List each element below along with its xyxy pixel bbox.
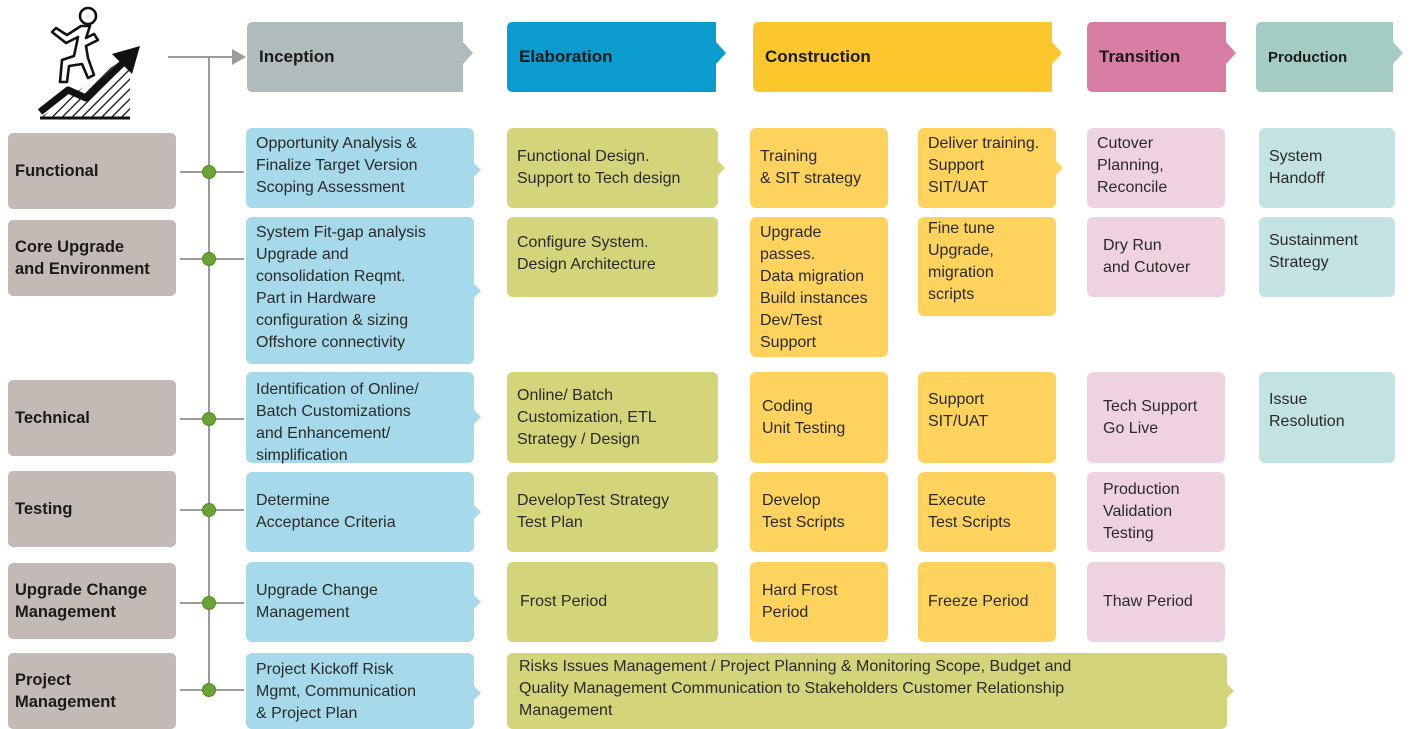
pm-inception-box: Project Kickoff Risk Mgmt, Communication… — [246, 653, 474, 729]
row-label-technical: Technical — [8, 380, 176, 456]
change-transition-box: Thaw Period — [1087, 562, 1225, 642]
row-label-project-management: Project Management — [8, 653, 176, 729]
phase-transition-shape — [1087, 22, 1236, 92]
phase-production-shape — [1256, 22, 1403, 92]
core-elaboration-box: Configure System. Design Architecture — [507, 217, 718, 297]
technical-transition-box: Tech Support Go Live — [1087, 372, 1225, 463]
phase-production: Production — [1256, 22, 1393, 92]
phase-construction-shape — [753, 22, 1062, 92]
functional-transition-box: Cutover Planning, Reconcile — [1087, 128, 1225, 208]
row-dot — [202, 683, 216, 697]
core-inception-box: System Fit-gap analysis Upgrade and cons… — [246, 217, 474, 364]
row-dot — [202, 503, 216, 517]
logo-connector — [168, 56, 234, 58]
pm-span-box: Risks Issues Management / Project Planni… — [507, 653, 1227, 729]
row-label-upgrade-change: Upgrade Change Management — [8, 563, 176, 639]
phase-label: Transition — [1099, 47, 1181, 66]
core-construction-2-box: Fine tune Upgrade, migration scripts — [918, 217, 1056, 316]
person-climbing-rising-arrow-icon — [37, 6, 140, 120]
technical-construction-2-box: Support SIT/UAT — [918, 372, 1056, 463]
row-label-testing: Testing — [8, 471, 176, 547]
timeline-spine — [208, 56, 210, 690]
phase-inception: Inception — [247, 22, 467, 92]
change-construction-2-box: Freeze Period — [918, 562, 1056, 642]
phase-inception-shape — [247, 22, 473, 92]
testing-construction-1-box: Develop Test Scripts — [750, 472, 888, 552]
phase-label: Production — [1268, 48, 1348, 66]
testing-inception-box: Determine Acceptance Criteria — [246, 472, 474, 552]
row-dot — [202, 412, 216, 426]
core-transition-box: Dry Run and Cutover — [1087, 217, 1225, 297]
row-dot — [202, 252, 216, 266]
functional-inception-box: Opportunity Analysis & Finalize Target V… — [246, 128, 474, 208]
phase-elaboration-shape — [507, 22, 726, 92]
core-construction-1-box: Upgrade passes. Data migration Build ins… — [750, 217, 888, 357]
change-inception-box: Upgrade Change Management — [246, 562, 474, 642]
change-elaboration-box: Frost Period — [507, 562, 718, 642]
row-dot — [202, 596, 216, 610]
phase-elaboration: Elaboration — [507, 22, 717, 92]
testing-transition-box: Production Validation Testing — [1087, 472, 1225, 552]
technical-construction-1-box: Coding Unit Testing — [750, 372, 888, 463]
functional-construction-1-box: Training & SIT strategy — [750, 128, 888, 208]
technical-inception-box: Identification of Online/ Batch Customiz… — [246, 372, 474, 464]
functional-elaboration-box: Functional Design. Support to Tech desig… — [507, 128, 718, 208]
row-label-core-upgrade: Core Upgrade and Environment — [8, 220, 176, 296]
phase-label: Inception — [259, 47, 335, 66]
arrow-right-icon — [232, 49, 246, 65]
row-dot — [202, 165, 216, 179]
technical-production-box: Issue Resolution — [1259, 372, 1395, 463]
testing-elaboration-box: DevelopTest Strategy Test Plan — [507, 472, 718, 552]
technical-elaboration-box: Online/ Batch Customization, ETL Strateg… — [507, 372, 718, 463]
phase-label: Construction — [765, 47, 871, 66]
change-construction-1-box: Hard Frost Period — [750, 562, 888, 642]
row-label-functional: Functional — [8, 133, 176, 209]
testing-construction-2-box: Execute Test Scripts — [918, 472, 1056, 552]
phase-construction: Construction — [753, 22, 1053, 92]
functional-production-box: System Handoff — [1259, 128, 1395, 208]
core-production-box: Sustainment Strategy — [1259, 217, 1395, 297]
phase-transition: Transition — [1087, 22, 1227, 92]
functional-construction-2-box: Deliver training. Support SIT/UAT — [918, 128, 1056, 208]
phase-label: Elaboration — [519, 47, 613, 66]
